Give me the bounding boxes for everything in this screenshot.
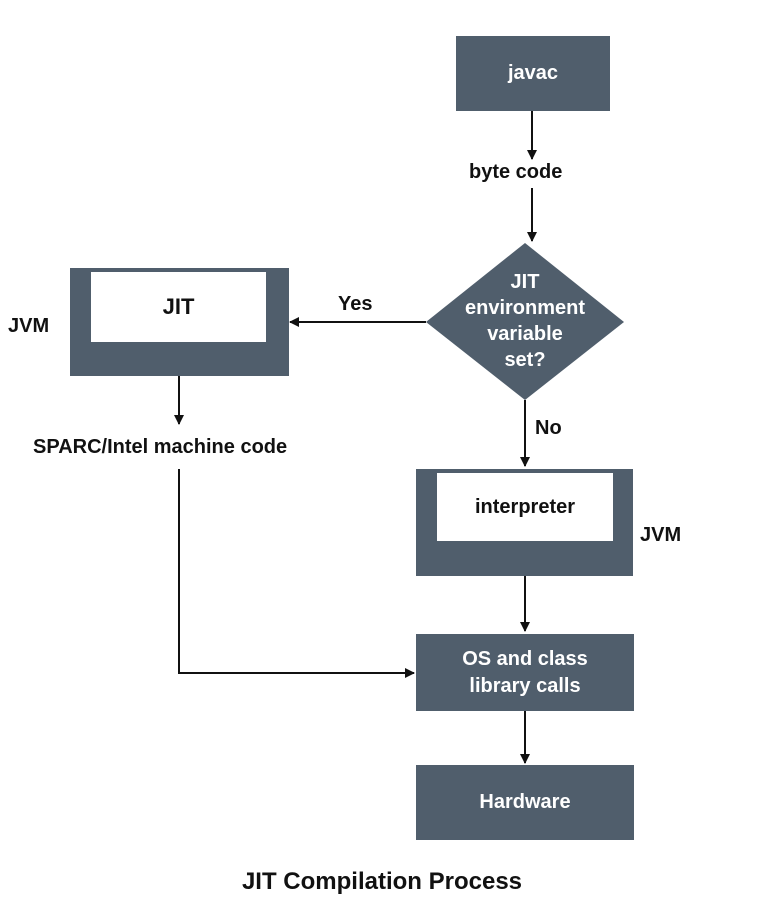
os-calls-label: OS and class library calls [416, 634, 634, 711]
decision-line-3: variable [487, 323, 563, 345]
machine-code-label: SPARC/Intel machine code [33, 436, 288, 458]
decision-line-2: environment [464, 297, 586, 319]
decision-line-4: set? [504, 349, 546, 371]
byte-code-label: byte code [469, 161, 563, 183]
javac-box: javac [456, 36, 610, 111]
jit-label: JIT [162, 294, 195, 319]
decision-line-1: JIT [510, 271, 540, 293]
jit-inner-panel: JIT [91, 272, 266, 342]
no-label: No [535, 417, 562, 439]
os-calls-line-1: OS and class [462, 647, 588, 670]
interpreter-label: interpreter [474, 495, 576, 518]
interpreter-inner-panel: interpreter [437, 473, 613, 541]
arrow-machine-code-to-os-calls [178, 469, 415, 678]
os-calls-box: OS and class library calls [416, 634, 634, 711]
decision-label: JIT environment variable set? [436, 266, 614, 376]
yes-label: Yes [338, 293, 373, 315]
jvm-left-label: JVM [8, 315, 50, 337]
hardware-label: Hardware [479, 791, 571, 813]
os-calls-line-2: library calls [469, 674, 581, 697]
diagram-caption: JIT Compilation Process [241, 868, 523, 895]
decision-diamond [426, 243, 624, 400]
interpreter-box: interpreter [416, 469, 633, 576]
hardware-box: Hardware [416, 765, 634, 840]
jvm-right-label: JVM [640, 524, 682, 546]
jit-box: JIT [70, 268, 289, 376]
javac-label: javac [507, 62, 559, 84]
